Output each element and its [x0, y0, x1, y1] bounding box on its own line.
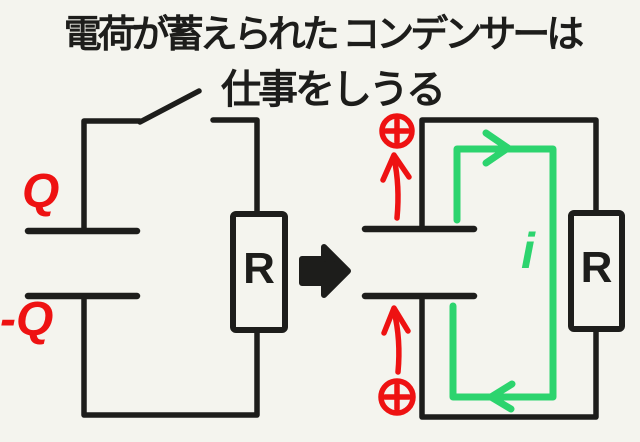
charge-arrow-bottom-shaft: [391, 308, 402, 375]
title-line-1: 電荷が蓄えられた コンデンサーは: [63, 14, 585, 56]
right-circuit: [361, 117, 625, 420]
open-switch-lever: [137, 88, 202, 125]
current-arrowhead-right-icon: [482, 129, 512, 167]
plus-circle-icon-bottom: [378, 378, 416, 416]
current-label-i: i: [521, 223, 535, 279]
right-circuit-top-wire: [419, 117, 599, 232]
left-resistor-label: R: [243, 244, 275, 293]
plus-circle-icon-top: [379, 113, 415, 149]
left-circuit-top-right-wire: [210, 117, 260, 217]
current-loop: [449, 129, 557, 413]
left-circuit-top-left-wire: [81, 118, 143, 234]
current-loop-path: [449, 145, 557, 401]
charge-label-q: Q: [22, 165, 60, 218]
charge-label-negative-q: -Q: [0, 293, 54, 346]
left-circuit: [24, 88, 288, 418]
right-circuit-bottom-wire: [419, 293, 599, 420]
right-resistor-label: R: [580, 243, 613, 292]
charge-arrow-top-head-icon: [380, 152, 412, 183]
charge-arrow-bottom-head-icon: [381, 305, 411, 336]
left-circuit-bottom-wire: [81, 293, 260, 418]
positive-charge-annotations: [378, 113, 416, 416]
title-line-2: 仕事をしうる: [221, 68, 446, 112]
charge-arrow-top-shaft: [391, 155, 401, 221]
transition-arrow-icon: [299, 244, 351, 298]
current-arrowhead-left-icon: [487, 380, 516, 413]
